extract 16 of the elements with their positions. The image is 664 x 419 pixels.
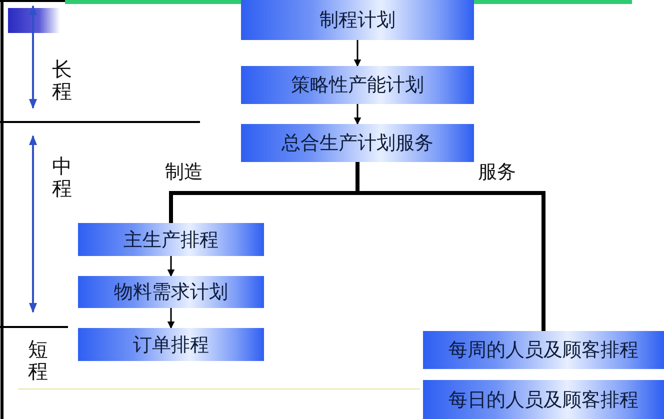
process-box: 策略性产能计划 — [241, 66, 474, 104]
process-box: 制程计划 — [241, 0, 474, 40]
connector-line — [167, 308, 175, 329]
process-box: 主生产排程 — [78, 223, 264, 256]
connector-line — [167, 256, 175, 277]
connector-line — [356, 162, 546, 331]
process-box: 总合生产计划服务 — [241, 124, 474, 162]
process-box: 每周的人员及顾客排程 — [423, 331, 664, 369]
process-box: 物料需求计划 — [78, 276, 264, 308]
time-horizon-label: 中程 — [52, 155, 72, 199]
time-horizon-label: 长程 — [52, 58, 72, 102]
process-box: 每日的人员及顾客排程 — [423, 380, 664, 419]
connector-line — [354, 40, 362, 67]
connector-line — [354, 104, 362, 125]
process-box: 订单排程 — [78, 328, 264, 361]
time-horizon-label: 短程 — [28, 338, 48, 382]
